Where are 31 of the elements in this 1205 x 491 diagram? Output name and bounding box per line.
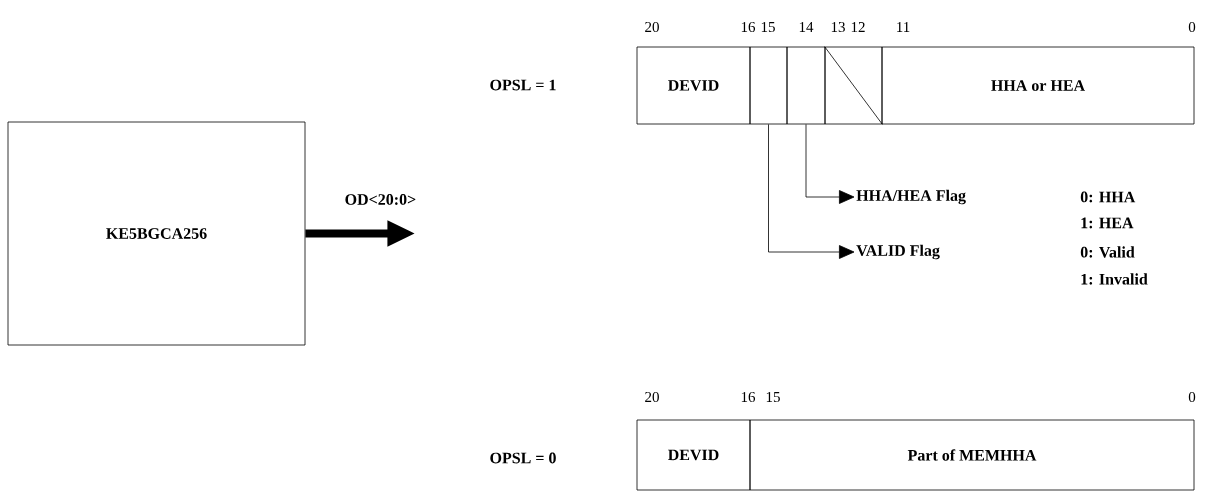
bit-number: 15 [761, 22, 775, 32]
bit-number: 11 [897, 22, 910, 32]
register-field: Part of MEMHHA [749, 419, 1195, 491]
signal-label: OD<20:0> [343, 193, 418, 206]
register-label: OPSL = 1 [490, 79, 556, 91]
register-field [749, 46, 788, 125]
value-label: 1: Invalid [1081, 273, 1148, 285]
value-label: 0: Valid [1080, 246, 1135, 258]
value-label: 0: HHA [1080, 191, 1136, 203]
block-box: KE5BGCA256 [7, 121, 306, 346]
register-field: DEVID [636, 419, 751, 491]
bit-number: 20 [645, 21, 659, 33]
arrow [768, 124, 855, 259]
value-label: 1: HEA [1081, 217, 1134, 229]
bit-number: 15 [766, 392, 780, 402]
register-field [786, 46, 826, 125]
bit-number: 12 [851, 22, 865, 32]
bit-number: 20 [645, 391, 659, 403]
register-field [824, 46, 883, 125]
register-field: HHA or HEA [881, 46, 1195, 125]
bit-number: 14 [799, 22, 814, 32]
flag-label: VALID Flag [856, 244, 940, 260]
register-label: OPSL = 0 [490, 452, 556, 464]
bit-number: 16 [741, 391, 756, 403]
register-field: DEVID [636, 46, 751, 125]
bit-number: 0 [1188, 391, 1196, 403]
flag-label: HHA/HEA Flag [856, 189, 966, 205]
bit-number: 16 [741, 21, 756, 33]
bit-number: 13 [831, 21, 845, 33]
arrow [805, 124, 855, 204]
bit-number: 0 [1188, 21, 1196, 33]
